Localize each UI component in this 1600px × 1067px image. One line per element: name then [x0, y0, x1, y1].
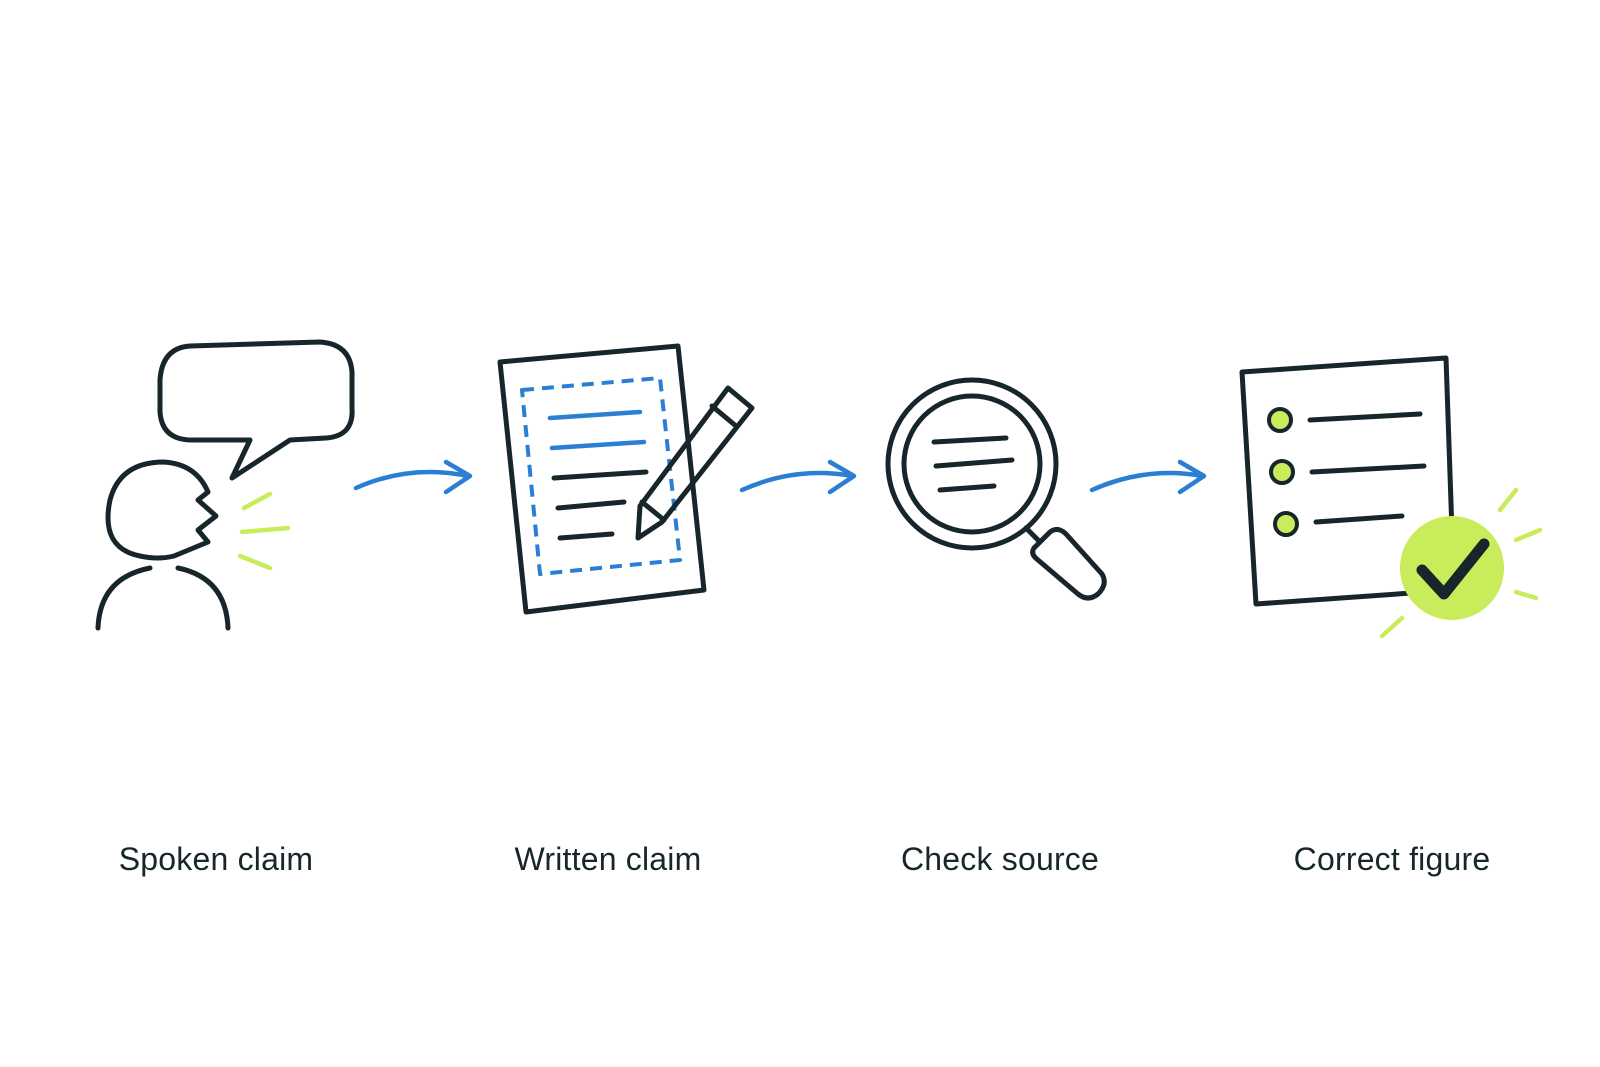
success-sparks-icon [1379, 487, 1543, 639]
pencil-icon [635, 385, 755, 541]
step-label-correct-figure: Correct figure [1293, 841, 1491, 877]
flow-arrow-1 [353, 459, 473, 495]
magnifier-handle-shape [1030, 526, 1107, 601]
magnifying-glass-icon [885, 377, 1107, 601]
checklist-bullets [1267, 407, 1299, 537]
step-label-written-claim: Written claim [514, 841, 702, 877]
document-sheet-shape [497, 343, 707, 615]
speaking-person-icon [95, 339, 355, 631]
verified-document-icon [1239, 355, 1543, 639]
dashed-selection-box [520, 376, 682, 576]
step-label-check-source: Check source [900, 841, 1100, 877]
flow-arrow-3 [1089, 459, 1207, 495]
check-badge-icon [1400, 516, 1504, 620]
document-pencil-icon [497, 343, 755, 615]
speech-bubble-shape [157, 339, 355, 481]
flow-arrow-2 [739, 459, 857, 495]
step-label-spoken-claim: Spoken claim [118, 841, 314, 877]
person-head-shape [105, 459, 219, 561]
voice-sparks-icon [237, 491, 291, 571]
person-shoulders-shape [95, 565, 231, 631]
